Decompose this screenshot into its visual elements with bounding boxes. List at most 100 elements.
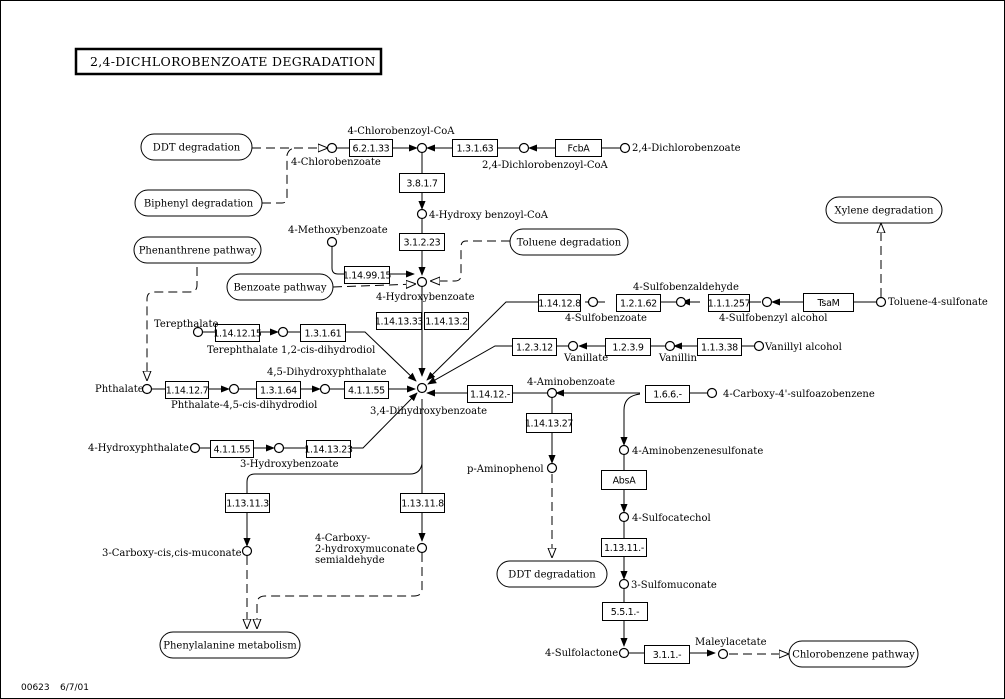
compound-label: 4-Aminobenzenesulfonate bbox=[632, 446, 763, 457]
compound-label: 4-Carboxy-4'-sulfoazobenzene bbox=[723, 389, 875, 400]
pathway-map-chlorobenzene[interactable]: Chlorobenzene pathway bbox=[788, 640, 919, 668]
pathway-map-phenanthrene[interactable]: Phenanthrene pathway bbox=[133, 236, 262, 264]
compound-label: 4-Sulfocatechol bbox=[632, 513, 711, 524]
enzyme-box[interactable]: 1.2.1.62 bbox=[616, 294, 661, 312]
pathway-map-ddt-top[interactable]: DDT degradation bbox=[140, 133, 253, 161]
compound-node[interactable] bbox=[546, 387, 558, 399]
enzyme-box[interactable]: 1.14.12.8 bbox=[538, 294, 581, 312]
enzyme-box[interactable]: 4.1.1.55 bbox=[344, 381, 389, 399]
compound-node[interactable] bbox=[241, 545, 253, 557]
compound-node[interactable] bbox=[546, 462, 558, 474]
enzyme-box[interactable]: 1.13.11.8 bbox=[400, 493, 445, 513]
enzyme-box[interactable]: 1.14.12.15 bbox=[213, 324, 262, 342]
compound-node[interactable] bbox=[518, 142, 530, 154]
compound-node[interactable] bbox=[319, 383, 331, 395]
compound-label: 3,4-Dihydroxybenzoate bbox=[370, 406, 487, 417]
compound-label: 4-Sulfobenzaldehyde bbox=[633, 282, 739, 293]
enzyme-box[interactable]: 1.13.11.- bbox=[601, 538, 647, 557]
compound-node[interactable] bbox=[717, 648, 729, 660]
compound-node[interactable] bbox=[228, 383, 240, 395]
enzyme-box[interactable]: 1.2.3.12 bbox=[512, 338, 557, 356]
compound-label: Phthalate-4,5-cis-dihydrodiol bbox=[171, 400, 317, 411]
pathway-map-ddt-bottom[interactable]: DDT degradation bbox=[496, 560, 608, 588]
enzyme-box[interactable]: TsaM bbox=[803, 293, 854, 312]
compound-node[interactable] bbox=[618, 647, 630, 659]
compound-label: 2,4-Dichlorobenzoyl-CoA bbox=[482, 160, 609, 171]
compound-node[interactable] bbox=[587, 296, 599, 308]
compound-node[interactable] bbox=[141, 383, 153, 395]
enzyme-label: 1.13.11.8 bbox=[401, 499, 444, 510]
compound-label: 4,5-Dihydroxyphthalate bbox=[267, 367, 387, 378]
pathway-map-label: Biphenyl degradation bbox=[144, 199, 254, 210]
enzyme-box[interactable]: 1.14.13.2 bbox=[424, 312, 469, 330]
compound-node[interactable] bbox=[875, 296, 887, 308]
compound-node[interactable] bbox=[416, 276, 428, 288]
compound-label: 4-Sulfobenzyl alcohol bbox=[719, 313, 827, 324]
compound-node[interactable] bbox=[189, 442, 201, 454]
compound-label: p-Aminophenol bbox=[467, 464, 544, 475]
compound-node[interactable] bbox=[416, 542, 428, 554]
compound-node[interactable] bbox=[618, 444, 630, 456]
enzyme-box[interactable]: 3.8.1.7 bbox=[399, 173, 445, 193]
compound-node[interactable] bbox=[326, 142, 338, 154]
enzyme-label: 1.13.11.3 bbox=[226, 499, 269, 510]
enzyme-box[interactable]: FcbA bbox=[555, 139, 602, 157]
enzyme-box[interactable]: AbsA bbox=[601, 470, 647, 490]
enzyme-box[interactable]: 1.1.3.38 bbox=[697, 338, 742, 356]
compound-label: Vanillate bbox=[563, 353, 608, 364]
map-date: 6/7/01 bbox=[60, 683, 89, 693]
enzyme-box[interactable]: 1.14.13.33 bbox=[375, 312, 424, 330]
compound-node[interactable] bbox=[619, 142, 631, 154]
compound-node[interactable] bbox=[618, 578, 630, 590]
compound-label: 4-Hydroxybenzoate bbox=[376, 292, 475, 303]
enzyme-box[interactable]: 4.1.1.55 bbox=[210, 440, 254, 458]
enzyme-box[interactable]: 6.2.1.33 bbox=[349, 139, 393, 157]
enzyme-label: 1.3.1.61 bbox=[305, 329, 342, 340]
compound-node[interactable] bbox=[675, 296, 687, 308]
enzyme-box[interactable]: 1.14.13.27 bbox=[525, 413, 574, 433]
enzyme-label: 1.14.12.7 bbox=[166, 386, 209, 397]
pathway-map-phenylalanine[interactable]: Phenylalanine metabolism bbox=[159, 631, 301, 659]
compound-node[interactable] bbox=[567, 340, 579, 352]
enzyme-box[interactable]: 1.14.13.23 bbox=[304, 440, 353, 458]
compound-node[interactable] bbox=[706, 387, 718, 399]
pathway-map-label: Benzoate pathway bbox=[233, 283, 326, 294]
pathway-map-toluene[interactable]: Toluene degradation bbox=[509, 228, 629, 256]
compound-label: semialdehyde bbox=[315, 555, 385, 566]
compound-node[interactable] bbox=[753, 340, 765, 352]
enzyme-box[interactable]: 1.13.11.3 bbox=[225, 493, 270, 513]
compound-label: 3-Hydroxybenzoate bbox=[240, 459, 339, 470]
compound-node[interactable] bbox=[326, 236, 338, 248]
compound-node[interactable] bbox=[416, 208, 428, 220]
enzyme-label: 1.14.12.8 bbox=[538, 299, 581, 310]
enzyme-box[interactable]: 1.14.12.7 bbox=[165, 381, 209, 399]
pathway-map-biphenyl[interactable]: Biphenyl degradation bbox=[134, 189, 263, 217]
compound-label: Maleylacetate bbox=[695, 637, 767, 648]
enzyme-label: AbsA bbox=[613, 476, 637, 487]
enzyme-box[interactable]: 1.3.1.61 bbox=[300, 324, 346, 342]
enzyme-box[interactable]: 1.2.3.9 bbox=[605, 338, 651, 356]
enzyme-box[interactable]: 1.3.1.63 bbox=[452, 139, 498, 157]
compound-node[interactable] bbox=[273, 442, 285, 454]
map-id: 00623 bbox=[21, 683, 50, 693]
compound-node[interactable] bbox=[664, 340, 676, 352]
enzyme-box[interactable]: 1.3.1.64 bbox=[256, 381, 301, 399]
compound-node[interactable] bbox=[416, 142, 428, 154]
enzyme-box[interactable]: 3.1.2.23 bbox=[399, 233, 445, 251]
enzyme-box[interactable]: 1.1.1.257 bbox=[708, 294, 751, 312]
compound-node[interactable] bbox=[761, 296, 773, 308]
enzyme-box[interactable]: 3.1.1.- bbox=[644, 645, 690, 664]
pathway-map-xylene[interactable]: Xylene degradation bbox=[825, 196, 943, 224]
enzyme-box[interactable]: 1.14.12.- bbox=[467, 385, 513, 403]
compound-node[interactable] bbox=[192, 326, 204, 338]
pathway-map-label: Xylene degradation bbox=[835, 206, 934, 217]
pathway-map-benzoate[interactable]: Benzoate pathway bbox=[226, 273, 334, 301]
enzyme-box[interactable]: 1.6.6.- bbox=[645, 385, 690, 403]
compound-label: 4-Sulfobenzoate bbox=[565, 313, 647, 324]
compound-node[interactable] bbox=[416, 382, 428, 394]
compound-node[interactable] bbox=[618, 511, 630, 523]
compound-node[interactable] bbox=[277, 326, 289, 338]
enzyme-box[interactable]: 5.5.1.- bbox=[602, 602, 648, 621]
enzyme-box[interactable]: 1.14.99.15 bbox=[343, 266, 392, 284]
